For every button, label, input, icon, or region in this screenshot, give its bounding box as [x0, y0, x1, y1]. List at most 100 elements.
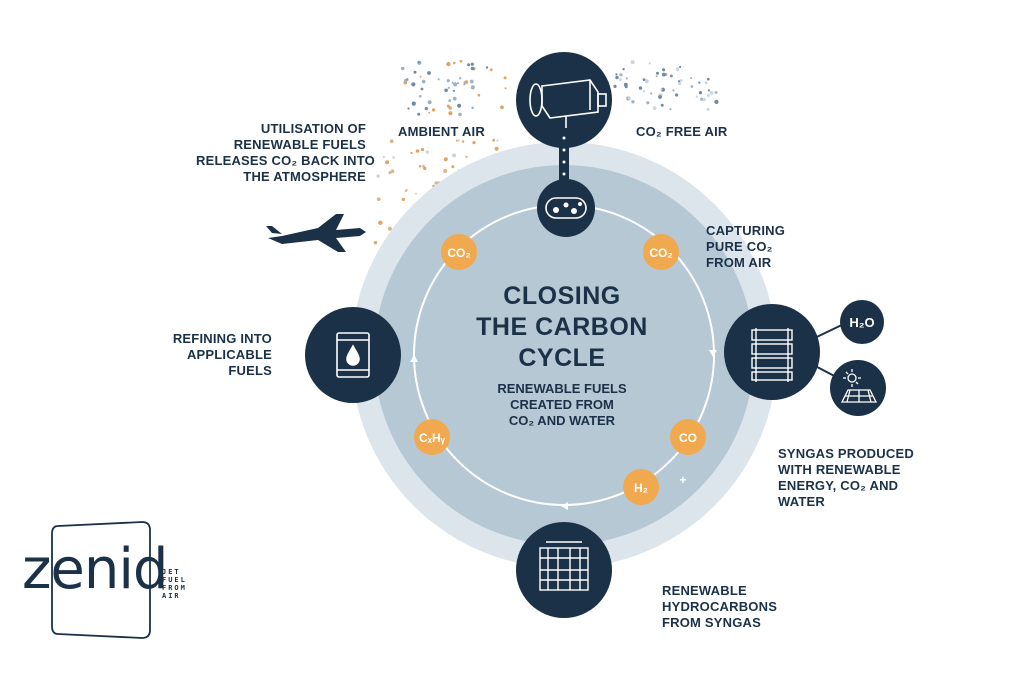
air-particle	[428, 111, 431, 114]
air-particle	[452, 89, 455, 92]
air-particle	[419, 75, 422, 78]
air-particle	[675, 93, 679, 97]
air-particle	[662, 68, 666, 72]
air-particle	[464, 80, 469, 84]
co2-storage-node	[537, 179, 595, 237]
air-particle	[669, 108, 672, 111]
air-particle	[448, 106, 452, 110]
air-particle	[630, 60, 635, 65]
airplane-icon	[266, 214, 366, 252]
air-particle	[489, 68, 493, 72]
svg-text:CₓHᵧ: CₓHᵧ	[419, 431, 446, 445]
air-particle	[411, 101, 416, 106]
air-particle	[678, 82, 682, 86]
air-particle	[642, 90, 646, 93]
air-particle	[702, 97, 706, 102]
air-particle	[451, 165, 455, 169]
air-capture-unit-icon	[529, 79, 607, 130]
air-particle	[378, 220, 383, 225]
air-particle	[707, 77, 710, 81]
air-particle	[485, 66, 489, 69]
air-particle	[500, 105, 504, 110]
label-line: CAPTURING	[706, 223, 786, 238]
h2o-label: H₂O	[849, 315, 874, 330]
label-line: HYDROCARBONS	[662, 599, 778, 614]
capture-pipe	[559, 128, 569, 190]
label-line: REFINING INTO	[172, 331, 272, 346]
label-line: ENERGY, CO₂ AND	[778, 478, 899, 493]
air-particle	[690, 77, 693, 79]
air-particle	[470, 85, 475, 90]
label-line: RELEASES CO₂ BACK INTO	[196, 153, 375, 168]
subtitle-line: RENEWABLE FUELS	[497, 381, 627, 396]
air-particle	[695, 95, 699, 98]
air-particle	[650, 92, 653, 95]
air-particle	[619, 73, 623, 77]
air-particle	[424, 107, 428, 111]
electrolysis-stack-icon	[751, 328, 793, 382]
air-particle	[421, 79, 426, 84]
air-particle	[679, 79, 683, 82]
water-node: H₂O	[840, 300, 884, 344]
air-particle	[678, 80, 681, 83]
title-line: CLOSING	[503, 282, 621, 310]
air-particle	[443, 169, 448, 173]
air-particle	[415, 149, 420, 153]
air-particle	[463, 83, 466, 86]
label-line: PURE CO₂	[706, 239, 773, 254]
air-particle	[679, 65, 682, 69]
diagram-title: CLOSING THE CARBON CYCLE	[435, 281, 689, 374]
air-particle	[652, 106, 657, 110]
air-particle	[461, 140, 465, 143]
fuel-node	[305, 307, 401, 403]
air-particle	[709, 91, 714, 95]
molecule-cxhy: CₓHᵧ	[414, 419, 450, 455]
molecule-co2-right: CO₂	[643, 234, 679, 270]
logo-tagline: JET FUEL FROM AIR	[162, 568, 187, 600]
air-particle	[404, 189, 408, 192]
label-line: FUELS	[228, 363, 272, 378]
air-particle	[373, 241, 378, 245]
air-particle	[452, 153, 457, 158]
plus-sign: +	[679, 473, 686, 487]
air-particle	[503, 76, 507, 80]
air-particle	[404, 78, 408, 82]
air-particle	[625, 77, 628, 80]
air-particle	[660, 88, 663, 91]
solar-node	[830, 360, 886, 416]
label-line: UTILISATION OF	[260, 121, 366, 136]
air-particle	[458, 112, 462, 117]
air-particle	[376, 197, 381, 201]
label-line: RENEWABLE FUELS	[233, 137, 366, 152]
logo-wordmark: zenid	[22, 537, 168, 602]
arrow-bottom	[561, 502, 568, 510]
arrow-right	[709, 350, 717, 357]
label-line: APPLICABLE	[186, 347, 272, 362]
air-particle	[425, 150, 430, 154]
air-particle	[457, 103, 462, 108]
capturing-label: CAPTURING PURE CO₂ FROM AIR	[706, 223, 785, 271]
air-particle	[470, 62, 474, 66]
air-particle	[407, 107, 410, 110]
subtitle-line: CREATED FROM	[510, 397, 614, 412]
air-particle	[504, 87, 507, 90]
label-line: RENEWABLE	[662, 583, 747, 598]
air-particle	[446, 61, 451, 67]
air-particle	[451, 81, 454, 84]
air-particle	[385, 160, 390, 165]
air-capture-node	[516, 52, 612, 148]
air-particle	[420, 147, 425, 152]
air-particle	[467, 63, 471, 67]
tagline-line: JET	[162, 568, 181, 576]
cycle-arrows	[410, 350, 717, 510]
solar-panel-icon	[840, 369, 878, 403]
air-particle	[443, 157, 448, 162]
air-particle	[627, 96, 631, 100]
label-line: SYNGAS PRODUCED	[778, 446, 914, 461]
air-particle	[417, 61, 420, 64]
air-particle	[615, 73, 618, 76]
air-particle	[471, 106, 474, 110]
air-particle	[457, 139, 460, 142]
air-particle	[417, 112, 421, 116]
